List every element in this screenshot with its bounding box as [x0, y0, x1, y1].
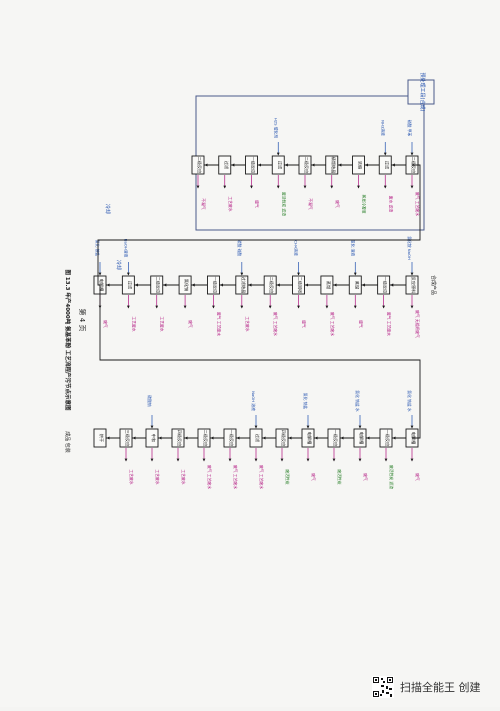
- process-step-label: 二级反应: [202, 430, 209, 447]
- connector-row1-row2: 冷却: [104, 204, 111, 214]
- emission-label: 废气 无组织废气: [415, 310, 420, 338]
- process-step-label: 精馏结晶: [330, 157, 337, 174]
- input-label: 氯化 钠盐 水: [407, 390, 412, 412]
- process-box: [191, 155, 205, 175]
- process-step-label: 一级反应: [382, 277, 389, 294]
- process-step-label: 二级反应: [196, 157, 203, 174]
- emission-label: 废气 工艺废水: [273, 312, 278, 336]
- process-step-label: 二级反应: [303, 157, 310, 174]
- emission-label: 废活性炭: [285, 469, 290, 484]
- input-label: 氯化 钠盐 水: [355, 390, 360, 412]
- process-step-label: 二级回收: [297, 277, 304, 295]
- input-label: 氯化 钠盐: [303, 393, 308, 410]
- process-step-label: 四级反应: [280, 430, 287, 447]
- process-step-label: 电解槽: [358, 432, 365, 445]
- emission-label: 不凝气: [201, 198, 206, 210]
- input-label: NaOH 溶液: [251, 391, 256, 411]
- process-step-label: 一级反应: [384, 430, 391, 447]
- process-step-label: 中和: [150, 434, 157, 442]
- process-step-label: 蒸馏: [325, 281, 332, 289]
- emission-label: 废气 工艺废水: [387, 312, 392, 336]
- process-step-label: 蒸馏: [353, 281, 360, 289]
- scanner-brand: 扫描全能王 创建: [400, 681, 481, 694]
- emission-label: 废气: [188, 320, 193, 328]
- emission-label: 工艺废水: [181, 469, 186, 484]
- process-step-label: 氯化钠: [183, 279, 190, 292]
- emission-label: 废气 工艺废水: [259, 465, 264, 489]
- process-step-label: 一级反应: [211, 277, 218, 294]
- process-step-label: 过滤: [383, 161, 390, 170]
- emission-label: 工艺废水: [228, 196, 233, 211]
- emission-label: 废气: [335, 200, 340, 208]
- process-step-label: 一级反应: [228, 430, 235, 447]
- input-label: 氯化 铵盐: [95, 240, 100, 257]
- connector-line-row1-row2: [97, 164, 421, 286]
- emission-label: 废活性炭 滤渣: [281, 192, 286, 216]
- emission-label: 工艺废水: [129, 469, 134, 484]
- process-step-label: 一级反应: [332, 430, 339, 447]
- input-label: CH4溶液: [294, 240, 299, 256]
- process-step-label: 电解槽: [306, 432, 313, 445]
- process-step-label: 过滤结晶: [240, 277, 247, 294]
- emission-label: 工艺废水: [160, 316, 165, 331]
- emission-label: 废气 工艺废水: [330, 312, 335, 336]
- process-step-label: 一级反应: [250, 157, 257, 174]
- page-number: 第 4 页: [78, 309, 87, 332]
- emission-label: 废气: [255, 200, 260, 208]
- emission-label: 废活性炭: [337, 469, 342, 484]
- scanner-footer: 扫描全能王 创建: [372, 676, 496, 698]
- emission-label: 工艺废水: [155, 469, 160, 484]
- input-label: 氯化铵 NaOH: [407, 236, 412, 260]
- input-label: H2S 催化剂: [273, 118, 278, 138]
- process-step-label: 浓缩: [357, 161, 364, 169]
- input-label: NaOH溶液: [123, 239, 128, 258]
- process-step-label: 二级反应: [155, 277, 162, 294]
- emission-label: 废气: [311, 473, 316, 481]
- process-step-label: 反应原料: [410, 277, 417, 295]
- emission-label: 工艺废水: [245, 316, 250, 331]
- process-box: [93, 428, 107, 448]
- process-step-label: 过滤: [126, 281, 133, 290]
- process-step-label: 二级反应: [268, 277, 275, 294]
- process-step-label: 烘干: [98, 434, 105, 442]
- stage-label-box: [407, 79, 435, 105]
- emission-label: 废气: [415, 473, 420, 481]
- input-label: 氯化 溶液: [350, 240, 355, 257]
- emission-label: 废气 工艺废水: [233, 465, 238, 489]
- emission-label: 废气 工艺废水: [207, 465, 212, 489]
- process-step-label: 三级反应: [124, 430, 131, 447]
- row2-start-label: 合成产品: [430, 275, 437, 295]
- process-step-label: 过滤: [223, 161, 230, 170]
- stage-label: 预处理工段(合成): [419, 73, 426, 112]
- connector-row2-row3: 冷却: [115, 260, 122, 270]
- emission-label: 废活性炭 滤渣: [389, 465, 394, 489]
- side-title: 图 13.3 年产4000吨 氨基苯酚 工艺流程产污节点示意图: [64, 269, 72, 411]
- process-step-label: 过滤: [276, 161, 283, 170]
- input-label: NH3溶液: [380, 120, 385, 136]
- emission-label: 废气: [363, 473, 368, 481]
- emission-label: 废气 工艺废水: [216, 312, 221, 336]
- emission-label: 废气: [302, 320, 307, 328]
- process-step-label: 电解槽: [98, 279, 105, 292]
- emission-label: 废气 工艺废水: [415, 192, 420, 216]
- connector-line-row2-row3: [99, 285, 421, 439]
- input-label: 碳酸 硫酸: [237, 240, 242, 257]
- process-step-label: 四级反应: [176, 430, 183, 447]
- input-label: 硝酸 甲苯: [407, 120, 412, 137]
- emission-label: 不凝气: [308, 198, 313, 210]
- input-label: 碳酸钠: [147, 395, 152, 407]
- emission-label: 废气: [103, 320, 108, 328]
- emission-label: 废气: [358, 320, 363, 328]
- emission-label: 蒸发冷凝液: [362, 195, 367, 214]
- emission-label: 工艺废水: [131, 316, 136, 331]
- emission-label: 废水 滤渣: [388, 196, 393, 213]
- row3-end-label: 成品 包装: [64, 431, 71, 453]
- qr-code-icon: [372, 676, 394, 698]
- process-step-label: 过滤: [254, 434, 261, 443]
